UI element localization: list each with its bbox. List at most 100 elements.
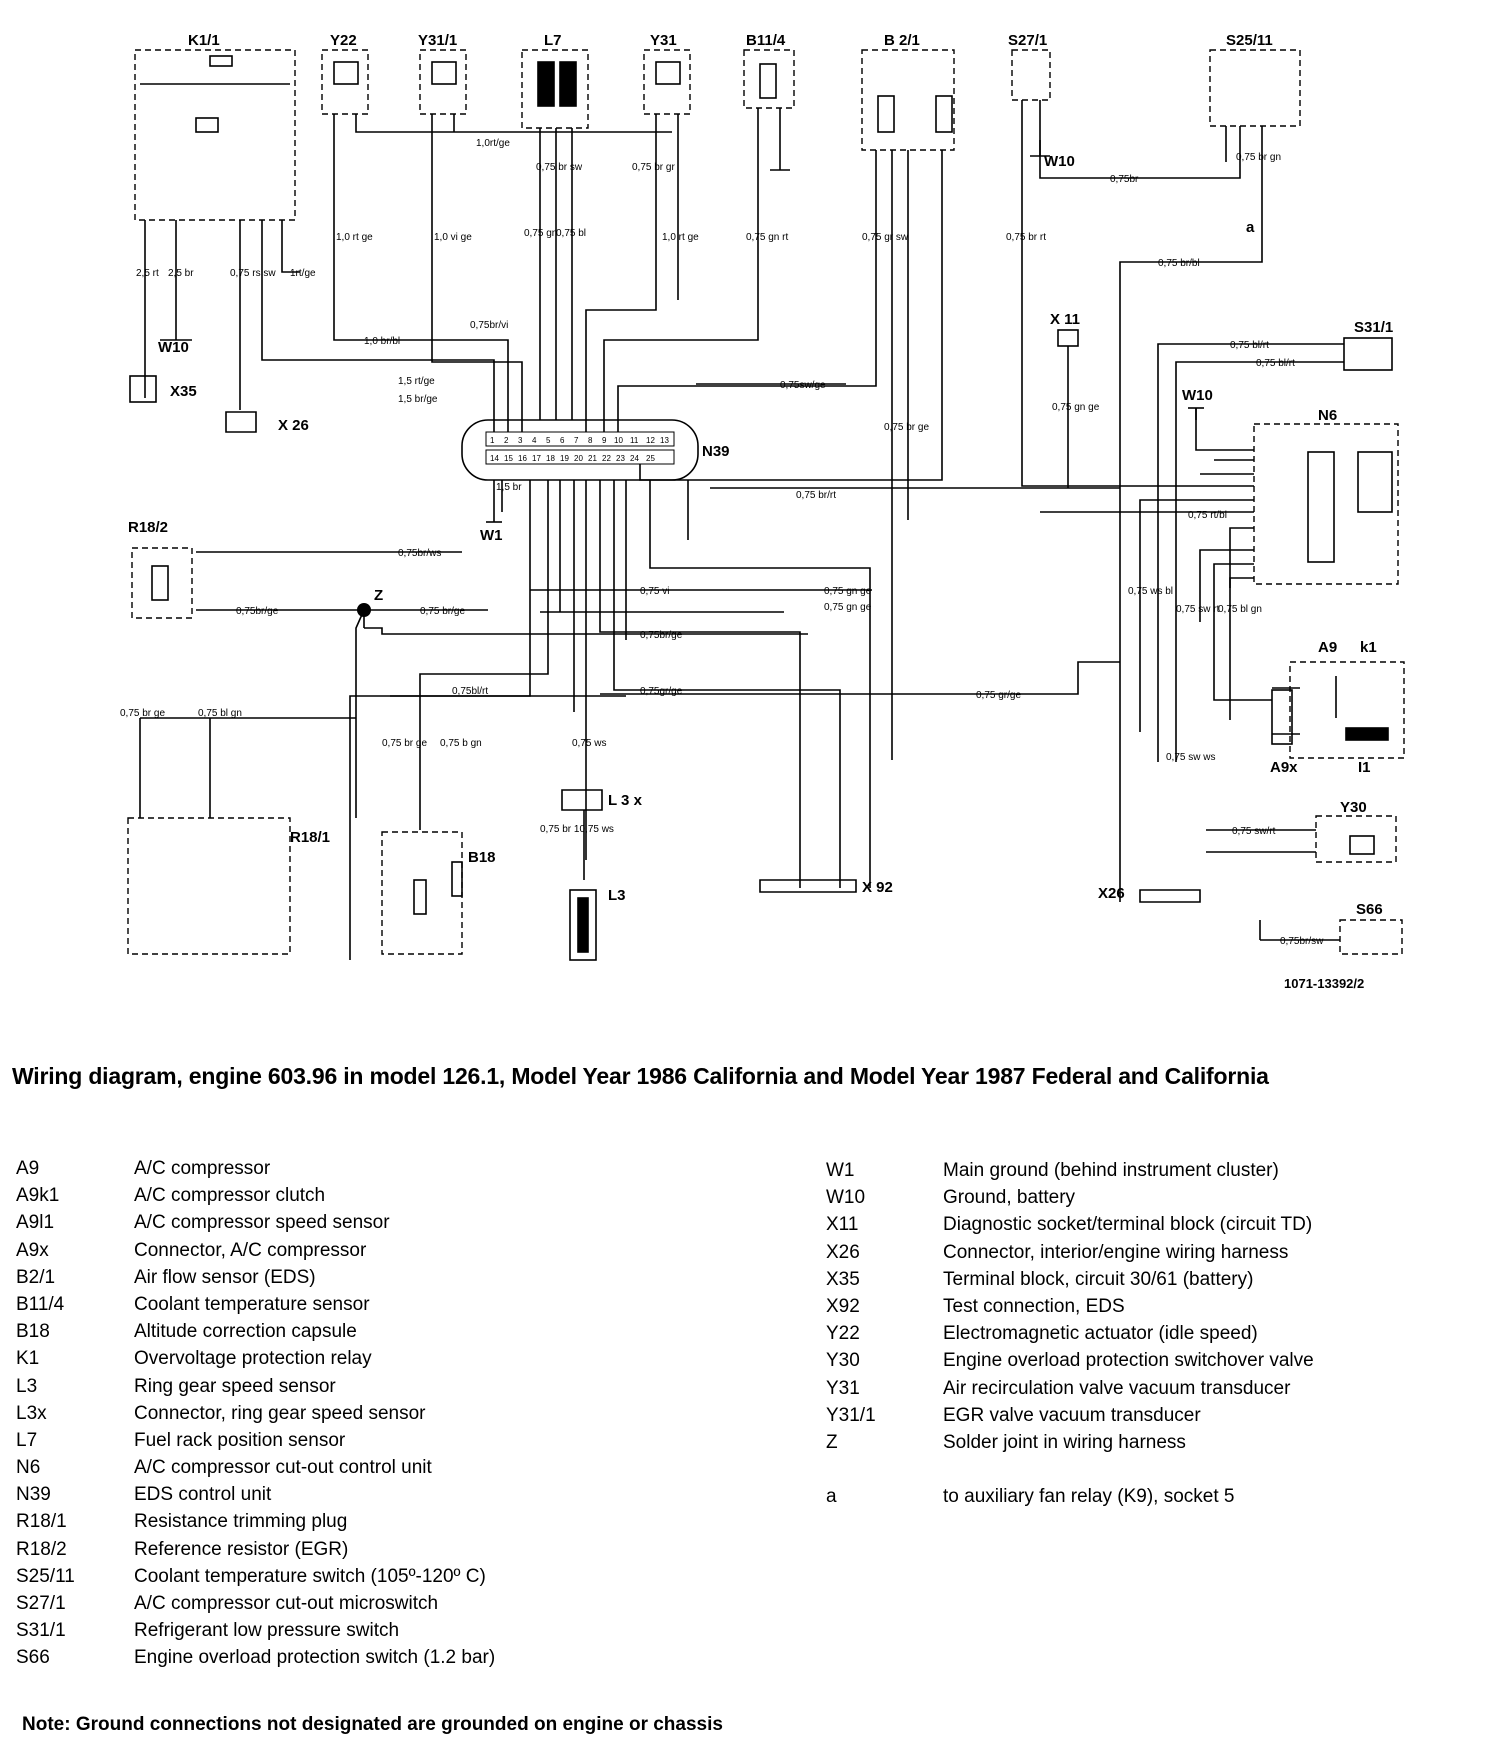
legend-code: X92 bbox=[826, 1295, 860, 1317]
label-s2511: S25/11 bbox=[1226, 32, 1273, 49]
legend-code: S25/11 bbox=[16, 1565, 75, 1587]
svg-text:11: 11 bbox=[630, 436, 639, 445]
legend-description: A/C compressor speed sensor bbox=[134, 1212, 390, 1234]
label-y22: Y22 bbox=[330, 32, 357, 49]
label-a-ref: a bbox=[1246, 219, 1255, 236]
label-y30: Y30 bbox=[1340, 799, 1367, 816]
wire-label: 0,75sw/ge bbox=[780, 380, 826, 391]
legend-description: Terminal block, circuit 30/61 (battery) bbox=[943, 1268, 1254, 1290]
legend-code: X35 bbox=[826, 1268, 860, 1290]
legend-description: Overvoltage protection relay bbox=[134, 1348, 372, 1370]
legend-description: Coolant temperature sensor bbox=[134, 1293, 370, 1315]
legend-code: A9 bbox=[16, 1158, 40, 1179]
label-l3: L3 bbox=[608, 887, 626, 904]
s66-box bbox=[1339, 919, 1403, 955]
label-s271: S27/1 bbox=[1008, 32, 1047, 49]
wire-label: 0,75 br ge bbox=[120, 708, 165, 719]
wire-label: 0,75 gr sw bbox=[862, 232, 909, 243]
svg-text:7: 7 bbox=[574, 436, 579, 445]
legend-description: Connector, interior/engine wiring harnes… bbox=[943, 1241, 1289, 1263]
legend-description: Air flow sensor (EDS) bbox=[134, 1266, 316, 1288]
wire-label: 0,75bl/rt bbox=[452, 686, 488, 697]
legend-description: Connector, ring gear speed sensor bbox=[134, 1402, 426, 1424]
svg-text:5: 5 bbox=[546, 436, 551, 445]
label-b21: B 2/1 bbox=[884, 32, 920, 49]
legend-description: A/C compressor cut-out microswitch bbox=[134, 1593, 439, 1614]
label-k11: K1/1 bbox=[188, 32, 220, 49]
a9-box bbox=[1289, 661, 1405, 759]
svg-text:3: 3 bbox=[518, 436, 523, 445]
legend-code: W10 bbox=[826, 1187, 866, 1209]
legend-description: A/C compressor cut-out control unit bbox=[134, 1457, 432, 1479]
legend-code: Z bbox=[826, 1431, 838, 1453]
legend-code: X11 bbox=[826, 1214, 859, 1236]
label-y311: Y31/1 bbox=[418, 32, 457, 49]
label-x26-b: X26 bbox=[1098, 885, 1125, 902]
wire-label: 0,75 bl/rt bbox=[1256, 358, 1295, 369]
wire-label: 1rt/ge bbox=[290, 268, 316, 279]
legend-row: L3x Connector, ring gear speed sensor bbox=[16, 1400, 495, 1427]
wire-label: 0,75 gn rt bbox=[746, 232, 788, 243]
legend-description: Diagnostic socket/terminal block (circui… bbox=[943, 1214, 1313, 1236]
legend-description: Reference resistor (EGR) bbox=[134, 1538, 349, 1560]
wire-label: 0,75 gn ge bbox=[1052, 402, 1100, 413]
legend-code: L3 bbox=[16, 1375, 38, 1397]
legend-description: Ring gear speed sensor bbox=[134, 1375, 336, 1397]
wire-label: 0,75 gr/ge bbox=[976, 690, 1021, 701]
n39-unit bbox=[461, 419, 699, 481]
legend-description: EDS control unit bbox=[134, 1484, 272, 1506]
wire-label: 0,75 br/rt bbox=[796, 490, 836, 501]
wire-label: 0,75 bl gn bbox=[1218, 604, 1262, 615]
label-r181: R18/1 bbox=[290, 829, 330, 846]
wire-label: 1,5 br bbox=[496, 482, 522, 493]
wire-label: 1,0 br/bl bbox=[364, 336, 400, 347]
label-y31: Y31 bbox=[650, 32, 677, 49]
legend-description: EGR valve vacuum transducer bbox=[943, 1404, 1201, 1426]
wire-label: 0,75br/ge bbox=[236, 606, 279, 617]
legend-code: L3x bbox=[16, 1402, 47, 1424]
label-l3x: L 3 x bbox=[608, 792, 643, 809]
wire-label: 0,75 br/ge bbox=[420, 606, 465, 617]
label-w10-c: W10 bbox=[1182, 387, 1213, 404]
svg-text:16: 16 bbox=[518, 454, 527, 463]
legend-description: Solder joint in wiring harness bbox=[943, 1431, 1186, 1453]
wire-label: 1,0 vi ge bbox=[434, 232, 472, 243]
wire-label: 0,75 b gn bbox=[440, 738, 482, 749]
svg-text:25: 25 bbox=[646, 454, 655, 463]
wire-label: 0,75 rs sw bbox=[230, 268, 276, 279]
wire-label: 0,75gr/ge bbox=[640, 686, 683, 697]
label-s66: S66 bbox=[1356, 901, 1383, 918]
svg-text:1: 1 bbox=[490, 436, 495, 445]
legend-code: B11/4 bbox=[16, 1293, 65, 1315]
label-z: Z bbox=[374, 587, 383, 604]
legend-description: Air recirculation valve vacuum transduce… bbox=[943, 1377, 1291, 1399]
legend-description: A/C compressor bbox=[134, 1158, 271, 1179]
legend-code: S66 bbox=[16, 1647, 50, 1669]
r182-box bbox=[131, 547, 193, 619]
legend-row: L3 Ring gear speed sensor bbox=[16, 1373, 495, 1400]
label-s311: S31/1 bbox=[1354, 319, 1393, 336]
wire-label: 0,75 gn bbox=[524, 228, 557, 239]
legend-description: to auxiliary fan relay (K9), socket 5 bbox=[943, 1486, 1235, 1508]
wire-label: 0,75 sw rt bbox=[1176, 604, 1220, 615]
legend-code: Y30 bbox=[826, 1350, 860, 1372]
legend-code: A9l1 bbox=[16, 1212, 55, 1234]
label-x11: X 11 bbox=[1050, 311, 1080, 328]
diagram-title: Wiring diagram, engine 603.96 in model 1… bbox=[12, 1063, 1269, 1089]
wire-label: 0,75 br ge bbox=[884, 422, 929, 433]
legend-code: L7 bbox=[16, 1429, 38, 1451]
label-x26-a: X 26 bbox=[278, 417, 309, 434]
wire-label: 0,75 sw/rt bbox=[1232, 826, 1276, 837]
legend-row: X11 Diagnostic socket/terminal block (cir… bbox=[826, 1211, 1314, 1238]
legend-description: Altitude correction capsule bbox=[134, 1321, 357, 1343]
